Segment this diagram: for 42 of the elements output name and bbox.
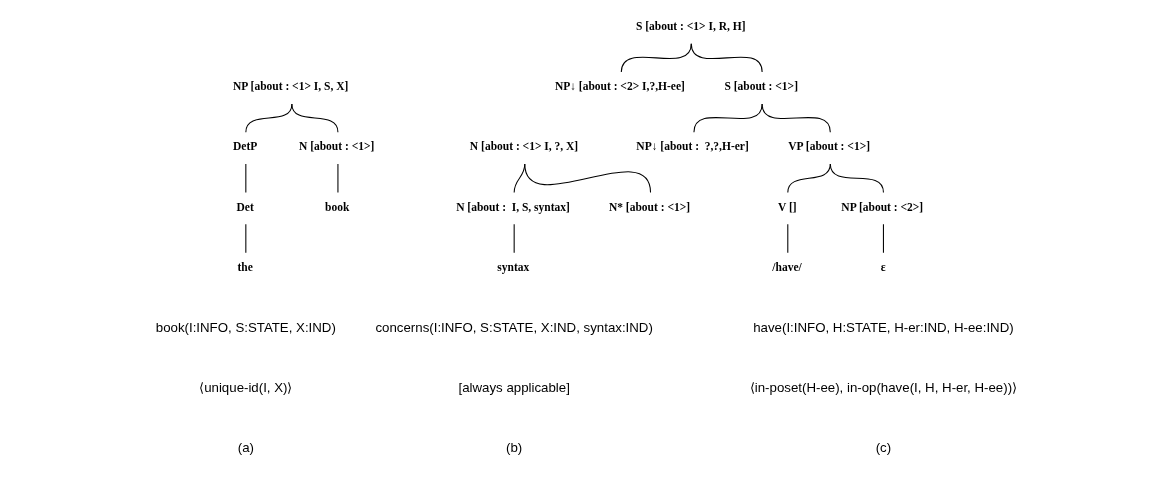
node-text: NP↓ [about : <2> I,?,H-ee] xyxy=(554,80,685,93)
connector xyxy=(523,163,651,193)
connector xyxy=(290,103,338,133)
label: concerns(I:INFO, S:STATE, X:IND, syntax:IND) xyxy=(374,319,653,335)
node-text: N [about : <1> I, ?, X] xyxy=(469,140,578,153)
node-text: N [about : <1>] xyxy=(298,140,374,153)
connector xyxy=(244,103,292,133)
label: book(I:INFO, S:STATE, X:IND) xyxy=(155,319,336,335)
connector xyxy=(761,103,831,133)
node-text: VP [about : <1>] xyxy=(787,140,870,153)
node-text: syntax xyxy=(496,260,529,273)
connector xyxy=(829,163,884,193)
node-text: /have/ xyxy=(771,260,802,273)
node-text: NP [about : <1> I, S, X] xyxy=(232,80,348,93)
node-text: S [about : <1>] xyxy=(723,80,798,93)
connector xyxy=(786,163,831,193)
node-text: NP↓ [about : ?,?,H-er] xyxy=(635,140,749,153)
connector xyxy=(244,163,246,193)
node-text: NP [about : <2>] xyxy=(840,200,923,213)
node-text: ε xyxy=(880,260,886,273)
node-text: S [about : <1> I, R, H] xyxy=(635,19,746,32)
node-text: Det xyxy=(236,200,254,213)
label: have(I:INFO, H:STATE, H-er:IND, H-ee:IND) xyxy=(752,319,1014,335)
label: (c) xyxy=(875,440,891,456)
node-text: the xyxy=(236,260,253,273)
connector xyxy=(786,223,788,254)
label: ⟨in-poset(H-ee), in-op(have(I, H, H-er, H-ee))⟩ xyxy=(749,380,1017,396)
node-text: V [] xyxy=(777,200,797,213)
connector xyxy=(692,103,763,133)
connector xyxy=(882,223,884,254)
node-text: DetP xyxy=(232,140,257,153)
connector xyxy=(690,43,763,73)
connector xyxy=(244,223,246,254)
connector xyxy=(513,223,515,254)
node-text: book xyxy=(324,200,349,213)
label: (a) xyxy=(237,440,254,456)
label: ⟨unique-id(I, X)⟩ xyxy=(198,380,292,396)
label: (b) xyxy=(505,440,522,456)
connector xyxy=(620,43,692,73)
label: [always applicable] xyxy=(457,380,570,396)
node-text: N [about : I, S, syntax] xyxy=(455,200,570,213)
node-text: N* [about : <1>] xyxy=(608,200,690,213)
